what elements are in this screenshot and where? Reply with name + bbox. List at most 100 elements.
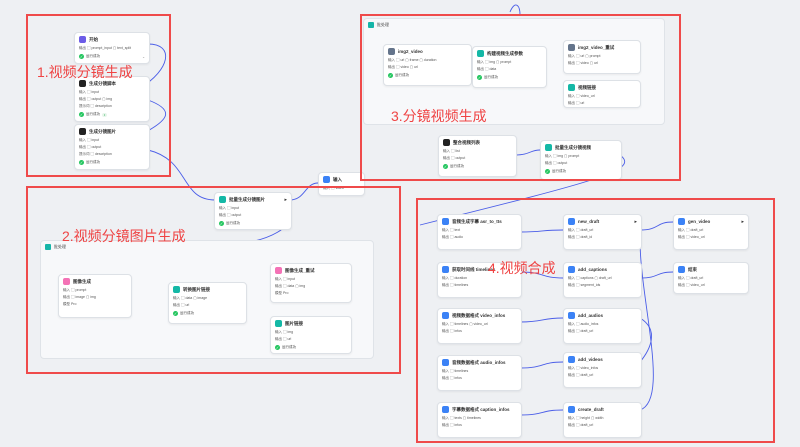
caption-infos-node[interactable]: 字幕数据格式 caption_infos 输入 ▢ texts ▢ timeli…: [437, 402, 522, 438]
plugin-icon: [568, 312, 575, 319]
end-node[interactable]: 输入 输入 ▢ video: [318, 172, 365, 196]
add-captions-node[interactable]: add_captions 输入 ▢ captions ▢ draft_url 输…: [563, 262, 642, 298]
batch-image-node[interactable]: 批量生成分镜图片▸ 输入 ▢ input 输出 ▢ output ✓运行成功: [214, 192, 292, 230]
check-icon: ✓: [545, 169, 550, 174]
create-draft-node[interactable]: create_draft 输入 ▢ height ▢ width 输出 ▢ dr…: [563, 402, 642, 438]
node-row: 输入 ▢ list: [443, 149, 460, 153]
plugin-icon: [678, 218, 685, 225]
gen-video-node[interactable]: gen_video▸ 输入 ▢ draft_url 输出 ▢ video_url: [673, 214, 749, 250]
run-status: 运行成功: [552, 169, 566, 173]
node-row: 输出 ▢ draft_url: [568, 423, 594, 427]
node-row: 输入 ▢ input: [219, 206, 240, 210]
end-node-2[interactable]: 结束 输入 ▢ draft_url 输出 ▢ video_url: [673, 262, 749, 294]
node-row: 输入 ▢ draft_url: [568, 228, 594, 232]
group-title: 批处理: [377, 22, 389, 27]
image-gen-node[interactable]: 图像生成 输入 ▢ prompt 输出 ▢ image ▢ img 模型 Pro: [58, 274, 132, 318]
plugin-icon: [568, 406, 575, 413]
new-draft-node[interactable]: new_draft▸ 输入 ▢ draft_url 输出 ▢ draft_id: [563, 214, 642, 250]
node-row: 输出 ▢ output ▢ img: [79, 97, 113, 101]
check-icon: ✓: [477, 75, 482, 80]
node-row: 输出 ▢ output: [443, 156, 466, 160]
check-icon: ✓: [443, 164, 448, 169]
node-title: 音频生成字幕 asr_to_tts: [452, 218, 502, 224]
run-status: 运行成功: [484, 75, 498, 79]
llm-storyboard-node[interactable]: 生成分镜脚本 输入 ▢ input 输出 ▢ output ▢ img 提示词 …: [74, 76, 150, 122]
merge-video-list-node[interactable]: 整合视频列表 输入 ▢ list 输出 ▢ output ✓运行成功: [438, 135, 517, 177]
video-link-node[interactable]: 视频链接 输入 ▢ video_url 输出 ▢ url: [563, 80, 641, 108]
node-row: 输入 ▢ prompt: [63, 288, 87, 292]
node-row: 输出 ▢ image ▢ img: [63, 295, 96, 299]
play-icon[interactable]: ▸: [284, 196, 287, 203]
image-gen-retry-node[interactable]: 图像生成_重试 输入 ▢ input 输出 ▢ data ▢ img 模型 Pr…: [270, 263, 352, 303]
node-row: 输入 ▢ video: [323, 186, 344, 190]
node-title: img2_video: [398, 49, 423, 54]
node-row: 输入 ▢ draft_url: [678, 276, 704, 280]
node-row: 输出 ▢ data ▢ img: [275, 284, 306, 288]
start-node[interactable]: 开始 输出 ▢ prompt_input ▢ text_split ✓运行成功⌄: [74, 32, 150, 64]
play-icon[interactable]: ▸: [741, 218, 744, 225]
frame-storyboard: [26, 14, 171, 177]
node-title: 批量生成分镜图片: [229, 196, 265, 202]
node-title: 开始: [89, 36, 98, 42]
node-row: 输入 ▢ audio_infos: [568, 322, 599, 326]
node-row: 输入 ▢ height ▢ width: [568, 416, 604, 420]
node-row: 模型 Pro: [63, 302, 77, 306]
node-row: 输入 ▢ img ▢ prompt: [545, 154, 580, 158]
node-row: 输入 ▢ video_url: [568, 94, 595, 98]
img2video-retry-node[interactable]: img2_video_重试 输入 ▢ url ▢ prompt 输出 ▢ vid…: [563, 40, 641, 74]
check-icon: ✓: [79, 112, 84, 117]
node-title: add_videos: [578, 357, 603, 362]
image-url-node[interactable]: 转换图片链接 输入 ▢ data ▢ image 输出 ▢ url ✓运行成功: [168, 282, 247, 324]
check-icon: ✓: [275, 345, 280, 350]
add-audios-node[interactable]: add_audios 输入 ▢ audio_infos 输出 ▢ draft_u…: [563, 308, 642, 344]
node-row: 输出 ▢ data: [477, 67, 497, 71]
node-title: add_audios: [578, 313, 604, 318]
node-row: 输入 ▢ timelines ▢ video_url: [442, 322, 488, 326]
node-title: gen_video: [688, 219, 711, 224]
code-icon: [173, 286, 180, 293]
node-title: 构建视频生成参数: [487, 50, 523, 56]
node-row: 提示词 ▢ description: [79, 104, 112, 108]
node-row: 输出 ▢ prompt_input ▢ text_split: [79, 46, 131, 50]
video-infos-node[interactable]: 视频数据格式 video_infos 输入 ▢ timelines ▢ vide…: [437, 308, 522, 344]
node-row: 输入 ▢ text: [442, 228, 461, 232]
node-title: 图像生成_重试: [285, 267, 315, 273]
node-row: 输出 ▢ infos: [442, 376, 462, 380]
node-title: 视频链接: [578, 84, 596, 90]
node-title: 获取时间线 timelines: [452, 266, 496, 272]
plugin-icon: [568, 266, 575, 273]
node-title: img2_video_重试: [578, 44, 615, 50]
batch-video-node[interactable]: 批量生成分镜视频 输入 ▢ img ▢ prompt 输出 ▢ output ✓…: [540, 140, 622, 180]
node-title: 转换图片链接: [183, 286, 210, 292]
node-row: 输出 ▢ video ▢ url: [568, 61, 598, 65]
node-row: 输入 ▢ data ▢ image: [173, 296, 208, 300]
node-row: 输出 ▢ draft_url: [568, 329, 594, 333]
plugin-icon: [442, 266, 449, 273]
add-videos-node[interactable]: add_videos 输入 ▢ video_infos 输出 ▢ draft_u…: [563, 352, 642, 388]
run-status: 运行成功: [86, 54, 100, 58]
llm-icon: [79, 80, 86, 87]
node-row: 输入 ▢ input: [275, 277, 296, 281]
video-params-node[interactable]: 构建视频生成参数 输入 ▢ img ▢ prompt 输出 ▢ data ✓运行…: [472, 46, 547, 88]
end-icon: [678, 266, 685, 273]
timelines-node[interactable]: 获取时间线 timelines 输入 ▢ duration 输出 ▢ timel…: [437, 262, 522, 298]
run-status: 运行成功: [395, 73, 409, 77]
audio-infos-node[interactable]: 音频数据格式 audio_infos 输入 ▢ timelines 输出 ▢ i…: [437, 355, 522, 391]
node-row: 输出 ▢ draft_url: [568, 373, 594, 377]
node-row: 提示词 ▢ description: [79, 152, 112, 156]
play-icon[interactable]: ▸: [634, 218, 637, 225]
chevron-down-icon[interactable]: ⌄: [142, 54, 145, 59]
llm-image-prompt-node[interactable]: 生成分镜图片 输入 ▢ input 输出 ▢ output 提示词 ▢ desc…: [74, 124, 150, 170]
plugin-icon: [442, 218, 449, 225]
image-link-node[interactable]: 图片链接 输入 ▢ img 输出 ▢ url ✓运行成功: [270, 316, 352, 354]
check-icon: ✓: [79, 160, 84, 165]
label-compose: 4.视频合成: [488, 260, 556, 276]
asr-node[interactable]: 音频生成字幕 asr_to_tts 输入 ▢ text 输出 ▢ audio: [437, 214, 522, 250]
run-status: 运行成功: [450, 164, 464, 168]
loop-icon: [368, 22, 374, 28]
group-title: 批处理: [54, 244, 66, 249]
label-video: 3.分镜视频生成: [391, 108, 487, 124]
plugin-icon: [442, 359, 449, 366]
img2video-node[interactable]: img2_video 输入 ▢ url ▢ frame ▢ duration 输…: [383, 44, 472, 86]
